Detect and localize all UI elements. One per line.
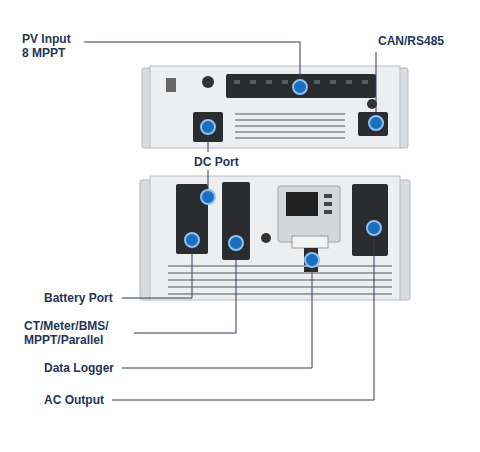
top-unit: [142, 66, 408, 148]
callout-dot: [185, 80, 383, 267]
leader-line: [84, 42, 376, 400]
bottom-unit: [140, 176, 410, 300]
callout-label: CT/Meter/BMS/ MPPT/Parallel: [24, 319, 128, 347]
callout-label: CAN/RS485: [378, 34, 468, 48]
callout-label: PV Input 8 MPPT: [22, 32, 78, 60]
callout-label: Battery Port: [44, 291, 120, 305]
callout-label: Data Logger: [44, 361, 120, 375]
callout-label: DC Port: [192, 155, 241, 169]
callout-label: AC Output: [44, 393, 110, 407]
